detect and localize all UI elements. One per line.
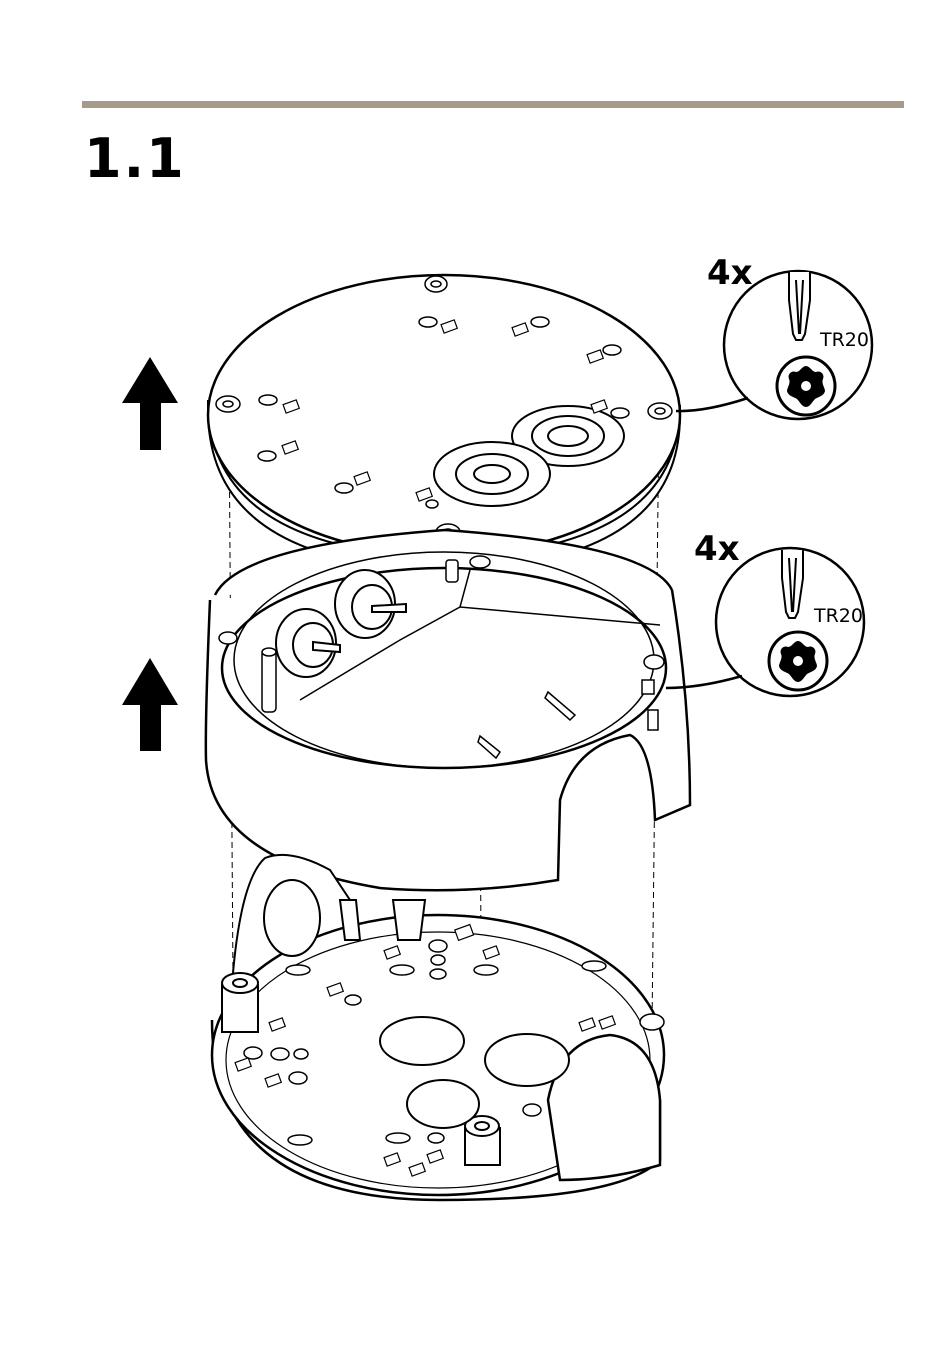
callout-top: 4x TR20 (676, 253, 872, 419)
callout-quantity: 4x (707, 253, 753, 293)
callout-quantity: 4x (694, 529, 740, 569)
up-arrow-icon (122, 357, 178, 450)
callout-bottom: 4x TR20 (666, 529, 864, 696)
torx-tr20-icon (777, 357, 835, 415)
callout-tool-label: TR20 (819, 329, 869, 351)
callout-tool-label: TR20 (813, 605, 863, 627)
base-plate (212, 855, 664, 1200)
up-arrow-icon (122, 658, 178, 751)
housing-ring (206, 530, 690, 890)
mounting-plate (208, 275, 680, 570)
torx-tr20-icon (769, 632, 827, 690)
